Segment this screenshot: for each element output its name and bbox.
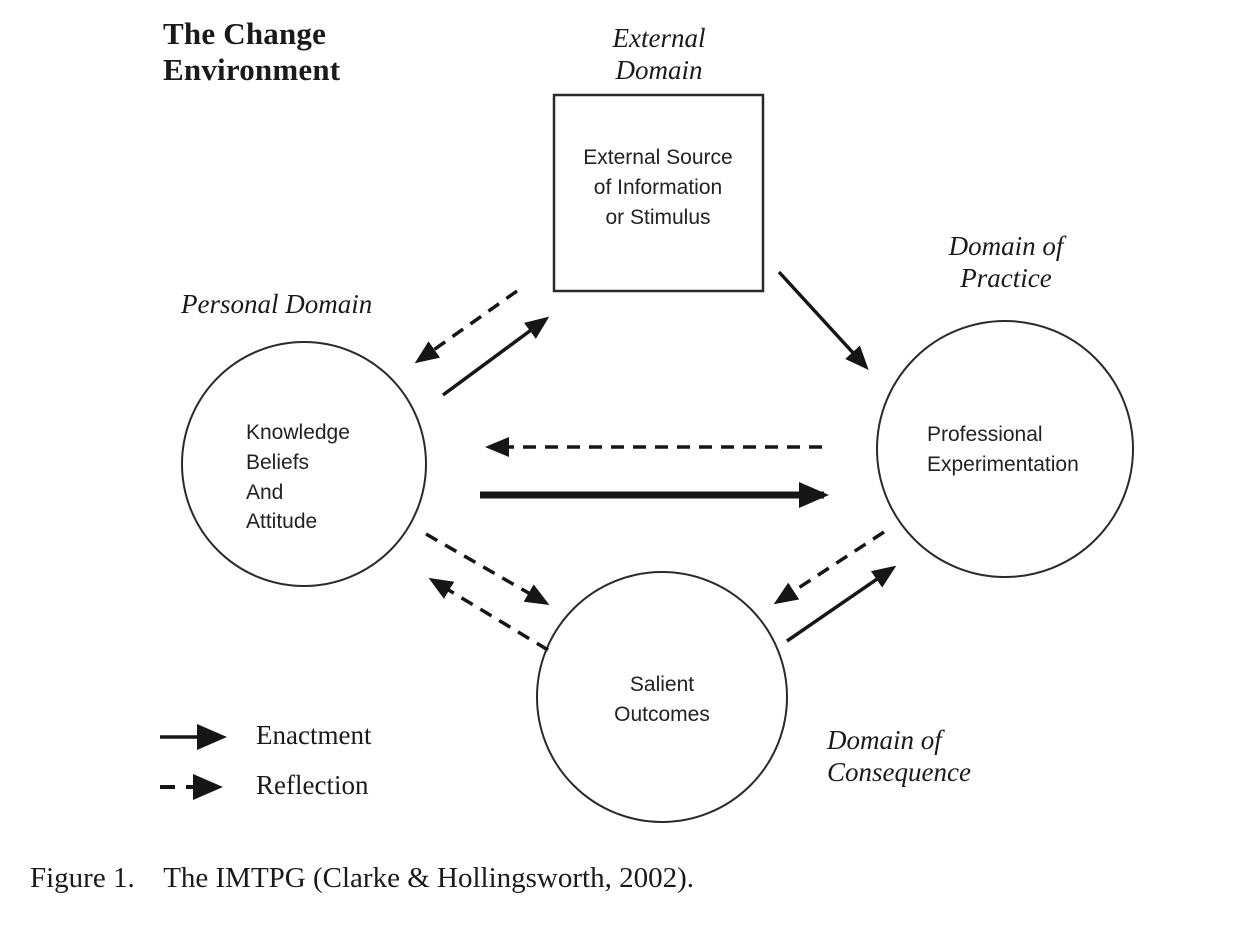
practice-domain-circle: [876, 320, 1134, 578]
arrow-enactment-external-to-practice: [777, 270, 869, 370]
domain-of-practice-label: Domain of Practice: [948, 231, 1064, 294]
personal-domain-circle: [181, 341, 427, 587]
external-domain-box: [552, 93, 765, 293]
arrow-enactment-personal-to-external: [441, 316, 550, 397]
figure-title: The Change Environment: [163, 16, 341, 87]
arrow-reflection-personal-to-consequence: [425, 532, 550, 605]
consequence-domain-circle: [536, 571, 788, 823]
external-source-node-label: External Source of Information or Stimul…: [583, 146, 733, 229]
personal-domain-label: Personal Domain: [181, 289, 373, 319]
legend-reflection-label: Reflection: [256, 770, 369, 800]
arrow-reflection-consequence-to-personal: [428, 577, 549, 652]
legend-enactment-label: Enactment: [256, 720, 372, 750]
arrow-reflection-practice-to-consequence: [773, 530, 885, 605]
knowledge-beliefs-node-label: Knowledge Beliefs And Attitude: [246, 421, 350, 534]
figure-caption: Figure 1. The IMTPG (Clarke & Hollingswo…: [30, 862, 694, 894]
external-domain-label: External Domain: [612, 23, 706, 86]
salient-outcomes-node-label: Salient Outcomes: [614, 673, 710, 726]
arrow-enactment-consequence-to-practice: [786, 565, 897, 643]
domain-of-consequence-label: Domain of Consequence: [827, 725, 971, 788]
professional-experimentation-node-label: Professional Experimentation: [927, 423, 1079, 476]
